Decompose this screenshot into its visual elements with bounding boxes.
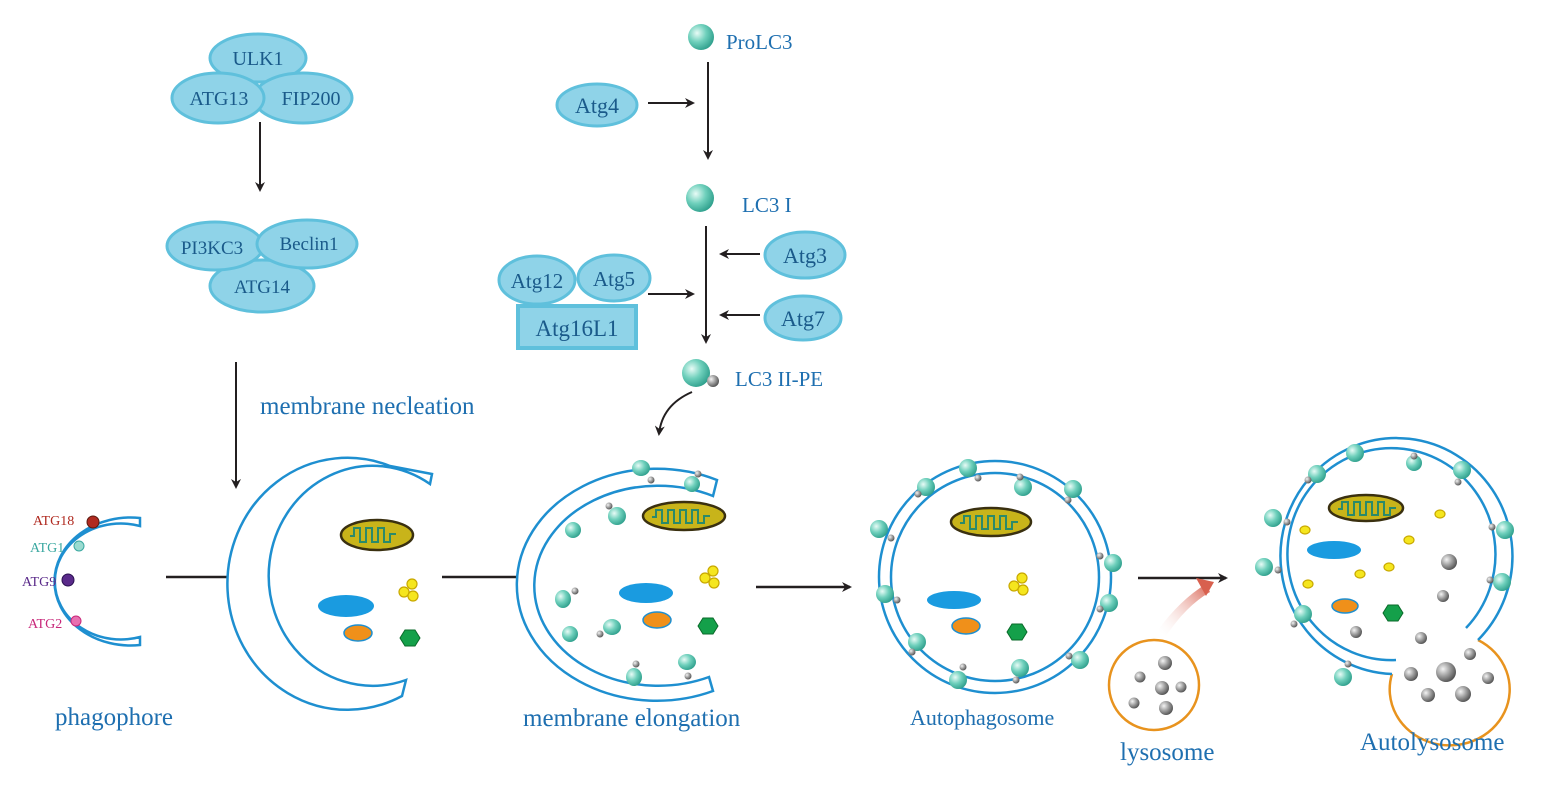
ulk1-label: ULK1 — [232, 48, 283, 70]
atg1-marker — [73, 540, 85, 552]
atg12-protein — [497, 254, 577, 306]
atg7-label: Atg7 — [781, 306, 825, 331]
yellow-granules — [1008, 572, 1029, 596]
atg1-label: ATG1 — [30, 541, 64, 556]
elongating-membrane-outline — [515, 467, 719, 702]
atg16l1-label: Atg16L1 — [535, 316, 618, 341]
membrane-elongation-label: membrane elongation — [523, 705, 741, 732]
atg18-marker — [86, 515, 100, 529]
lysosome-label: lysosome — [1120, 739, 1214, 766]
atg14-protein — [208, 258, 316, 314]
lc3ii-pe-label: LC3 II-PE — [735, 367, 823, 391]
autophagosome-inner-membrane — [889, 471, 1101, 683]
arrow-lc3ii-to-membrane — [654, 391, 693, 436]
orange-organelle — [343, 624, 373, 642]
prolc3-bead — [688, 24, 714, 50]
yellow-granules — [398, 578, 419, 602]
yellow-granules — [699, 565, 720, 589]
pi3k-complex: PI3KC3 Beclin1 ATG14 — [165, 218, 359, 314]
orange-organelle — [642, 611, 672, 629]
mitochondrion-cristae — [960, 515, 1018, 530]
prolc3-label: ProLC3 — [726, 30, 793, 54]
ulk-complex: ULK1 ATG13 FIP200 — [170, 32, 354, 125]
atg3-protein — [763, 230, 847, 280]
lysosome — [1107, 578, 1214, 732]
atg16l1-protein — [516, 304, 638, 350]
atg9-label: ATG9 — [22, 575, 56, 590]
pe-bead — [707, 375, 719, 387]
autophagosome-label: Autophagosome — [910, 705, 1054, 730]
blue-organelle — [619, 583, 673, 603]
atg18-label: ATG18 — [33, 514, 74, 529]
pi3kc3-label: PI3KC3 — [181, 238, 243, 259]
phagophore-label: phagophore — [55, 704, 173, 731]
blue-organelle — [1307, 541, 1361, 559]
mitochondrion-cristae — [350, 527, 396, 543]
atg9-marker — [61, 573, 75, 587]
fip200-label: FIP200 — [282, 88, 341, 110]
atg4-protein — [555, 82, 639, 128]
orange-organelle — [1331, 598, 1359, 614]
membrane-nucleation-label: membrane necleation — [260, 393, 475, 420]
lc3-pathway: ProLC3 Atg4 LC3 I Atg3 Atg7 Atg12 Atg5 A… — [497, 24, 847, 436]
yellow-granules — [1299, 509, 1446, 589]
lc3i-label: LC3 I — [742, 193, 792, 217]
phagophore-membrane — [53, 516, 142, 647]
atg13-label: ATG13 — [190, 88, 249, 110]
autolysosome-lysosome-part — [1388, 638, 1511, 747]
lc3ii-bead — [682, 359, 710, 387]
atg7-protein — [763, 294, 843, 342]
atg5-label: Atg5 — [593, 267, 635, 291]
mitochondrion-cristae — [1338, 501, 1396, 516]
mitochondrion-cristae — [652, 509, 710, 524]
cup-membrane — [226, 456, 434, 711]
lc3-beads — [870, 459, 1122, 689]
lc3-beads — [555, 460, 702, 686]
orange-organelle — [951, 617, 981, 635]
atg2-label: ATG2 — [28, 617, 62, 632]
green-organelle — [697, 617, 719, 635]
atg2-marker — [70, 615, 82, 627]
green-organelle — [399, 629, 421, 647]
degraded-contents — [1350, 554, 1494, 702]
blue-organelle — [927, 591, 981, 609]
atg13-protein — [170, 71, 266, 125]
blue-organelle — [318, 595, 374, 617]
atg3-label: Atg3 — [783, 243, 827, 268]
green-organelle — [1006, 623, 1028, 641]
nucleated-membrane — [226, 456, 434, 711]
fusion-arrow — [1158, 584, 1210, 636]
atg12-label: Atg12 — [511, 269, 564, 293]
fusion-arrowhead — [1196, 578, 1214, 596]
atg5-protein — [576, 253, 652, 303]
phagophore: ATG18 ATG1 ATG9 ATG2 — [22, 514, 142, 647]
beclin1-label: Beclin1 — [279, 234, 338, 255]
green-organelle — [1382, 604, 1404, 622]
atg4-label: Atg4 — [575, 93, 619, 118]
lc3i-bead — [686, 184, 714, 212]
autophagosome — [870, 459, 1122, 695]
autolysosome — [1255, 436, 1514, 747]
lysosome-contents — [1128, 656, 1187, 715]
beclin1-protein — [255, 218, 359, 270]
atg14-label: ATG14 — [234, 277, 290, 298]
lc3-beads — [1255, 444, 1514, 686]
autolysosome-label: Autolysosome — [1360, 729, 1504, 756]
elongating-membrane — [515, 460, 727, 702]
ulk1-protein — [208, 32, 308, 84]
